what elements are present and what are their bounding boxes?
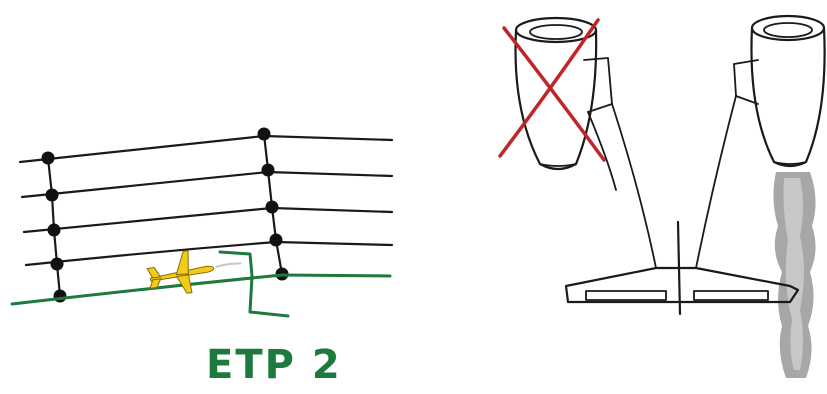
- right-pylon: [733, 59, 759, 105]
- left-strut-inner: [587, 111, 617, 191]
- etp-label: ETP 2: [206, 342, 342, 388]
- waypoint-node: [41, 151, 55, 165]
- waypoint-node: [265, 200, 279, 214]
- waypoint-node: [261, 163, 275, 177]
- waypoint-node: [47, 223, 61, 237]
- engine-out-diagram: [498, 14, 826, 378]
- engine-failed-left: [514, 16, 598, 171]
- waypoint-node: [50, 257, 64, 271]
- waypoint-node: [257, 127, 271, 141]
- diversion-step-line: [218, 250, 290, 318]
- tailplane-outline: [564, 266, 800, 304]
- engine-operating-right: [750, 14, 826, 168]
- waypoint-node: [53, 289, 67, 303]
- aircraft-icon: [146, 250, 242, 294]
- waypoint-node: [269, 233, 283, 247]
- exhaust-plume: [773, 172, 816, 378]
- right-elevator: [693, 290, 769, 301]
- airway-line-4: [24, 240, 394, 267]
- right-strut: [695, 95, 737, 269]
- tailplane: [564, 220, 800, 316]
- left-pylon: [583, 57, 613, 113]
- airway-line-3: [22, 206, 394, 234]
- left-strut: [611, 103, 657, 269]
- airway-network-diagram: ETP 2: [10, 127, 394, 388]
- airway-line-2: [20, 170, 394, 199]
- waypoint-node: [45, 188, 59, 202]
- left-elevator: [585, 290, 667, 301]
- airway-line-1: [18, 134, 394, 164]
- vertical-fin: [676, 220, 682, 316]
- red-cross-icon: [498, 18, 606, 162]
- green-route-line: [10, 273, 392, 306]
